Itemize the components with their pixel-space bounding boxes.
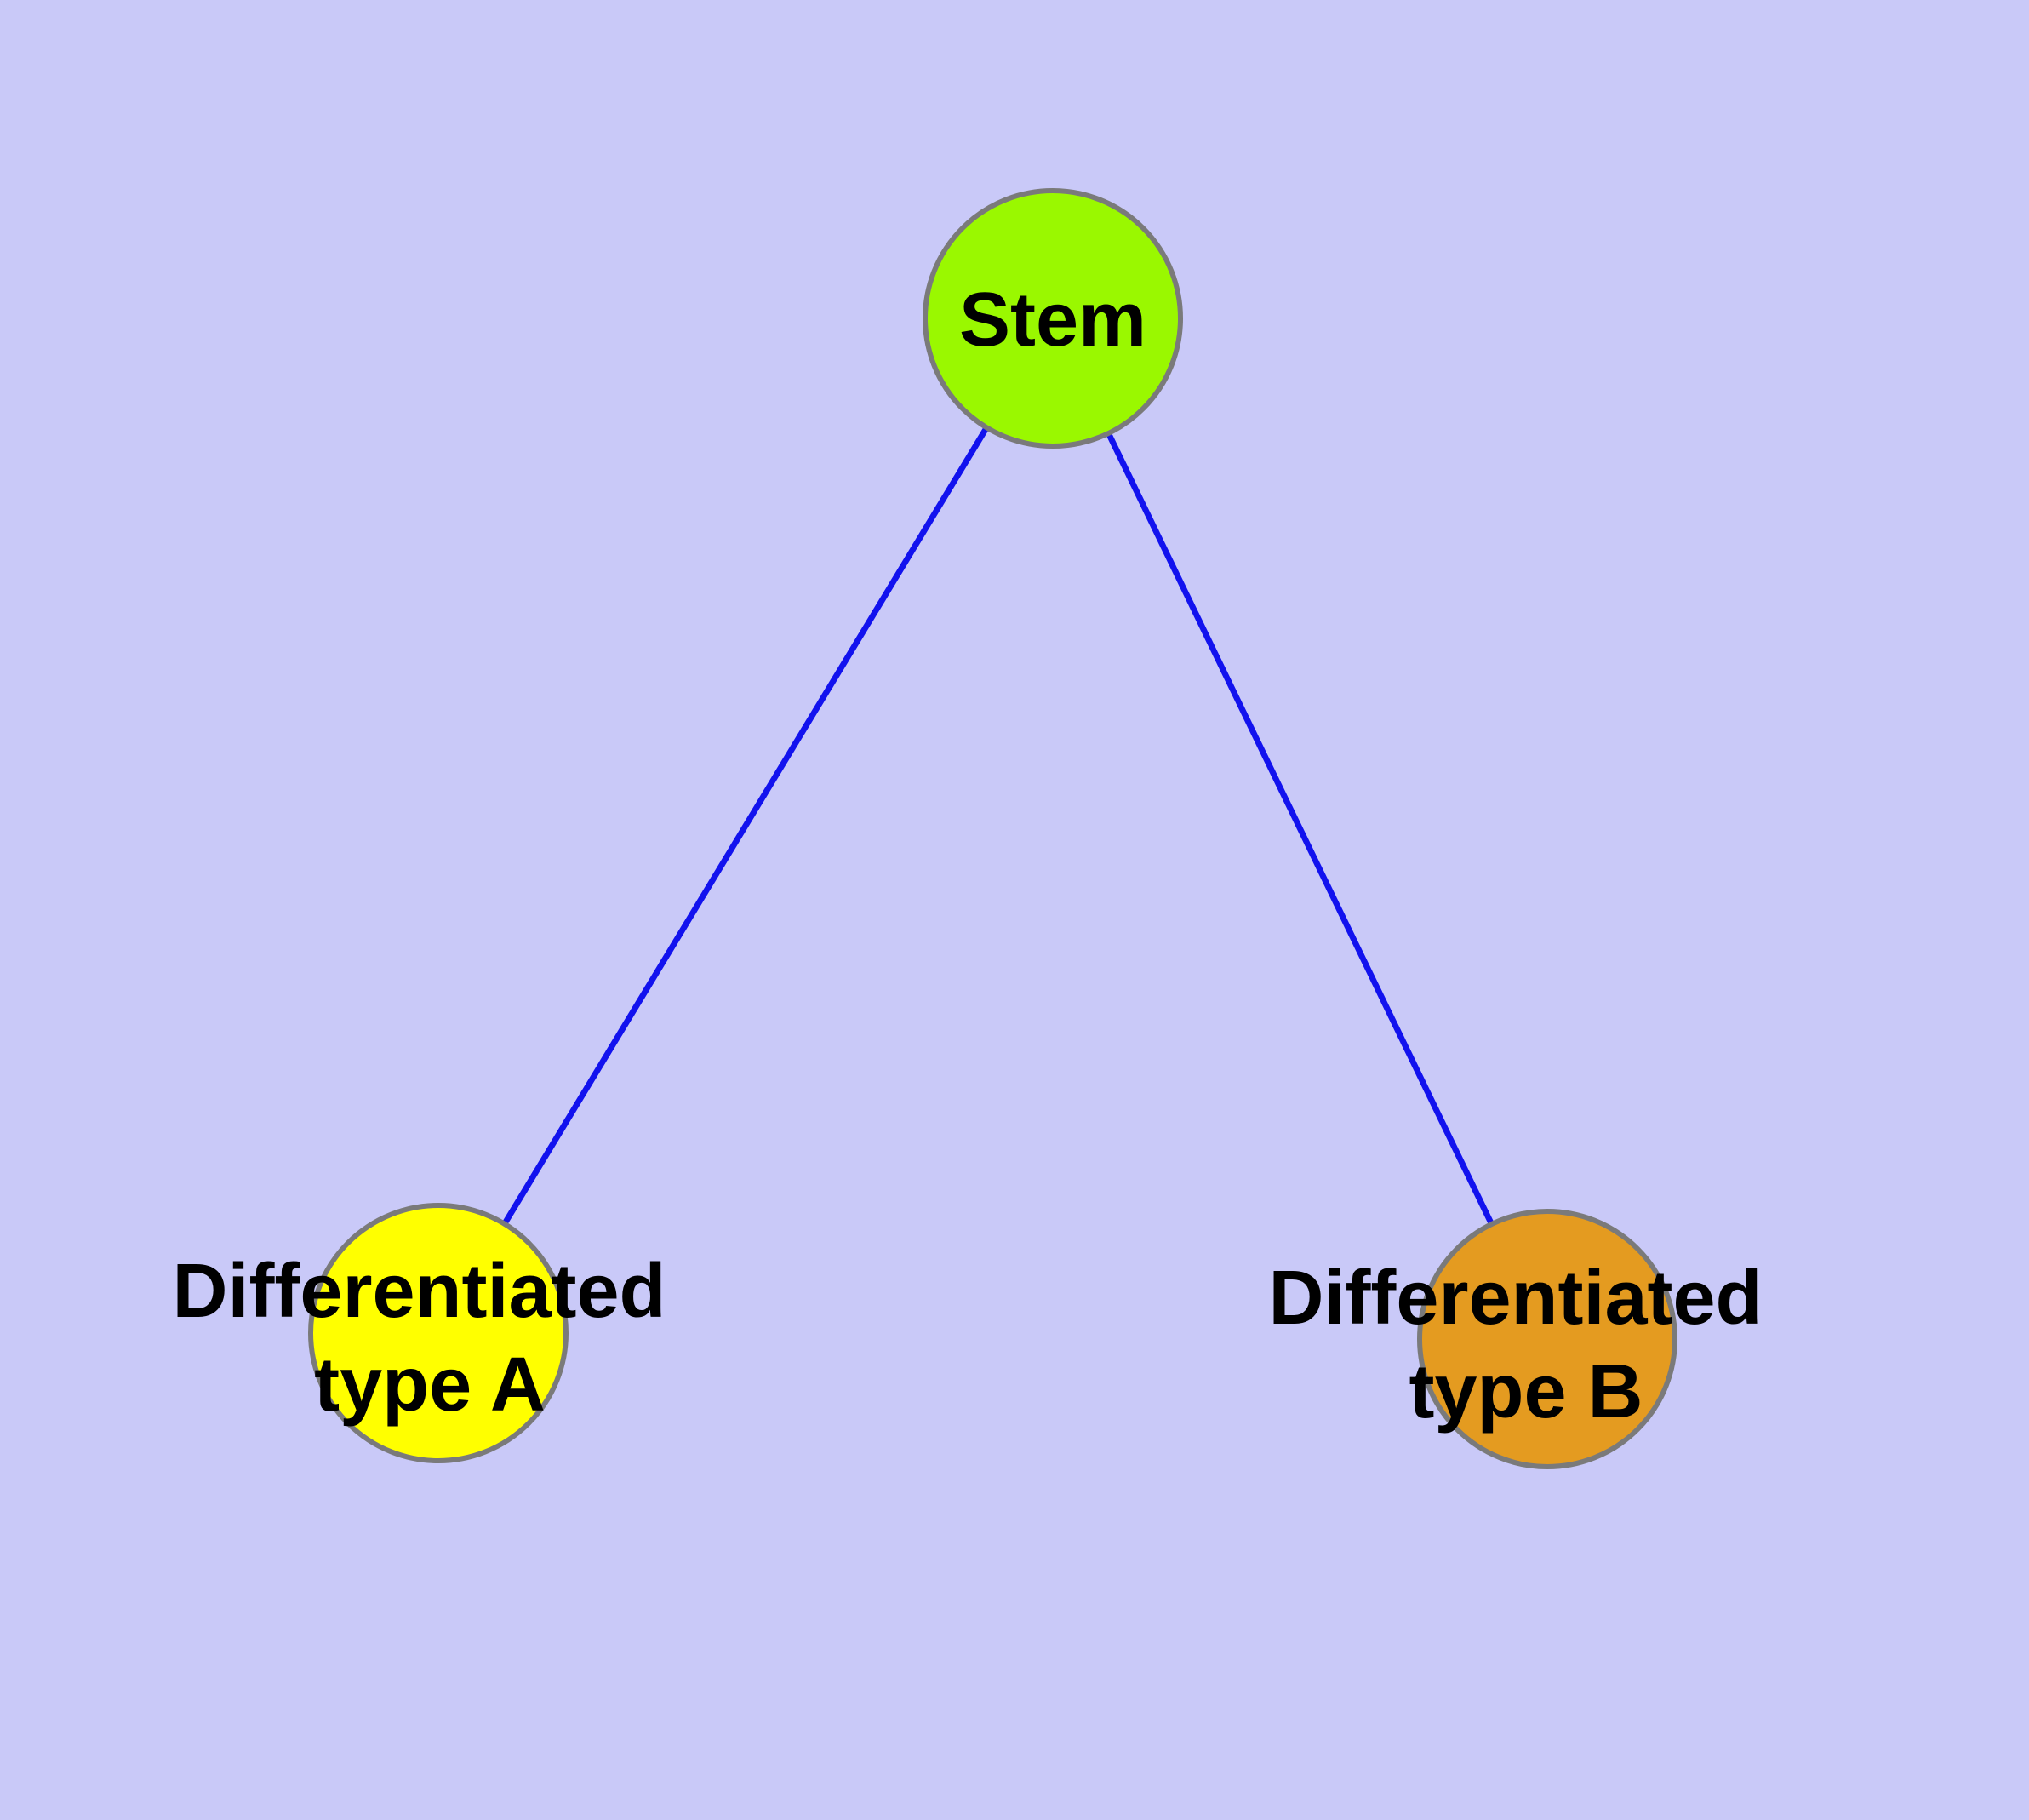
node-differentiated-type-b — [1417, 1209, 1677, 1469]
type-a-label-line2: type A — [314, 1342, 546, 1428]
type-b-label-line1: Differentiated — [1268, 1256, 1762, 1341]
node-stem — [923, 188, 1183, 449]
type-a-label-line1: Differentiated — [172, 1249, 666, 1334]
node-differentiated-type-a-label: Differentiated type A — [172, 1249, 687, 1428]
edge-stem-to-type-b — [1049, 317, 1551, 1341]
node-stem-label: Stem — [959, 278, 1146, 363]
edge-stem-to-type-a — [436, 317, 1055, 1335]
node-differentiated-type-a — [308, 1203, 569, 1463]
node-differentiated-type-b-label: Differentiated type B — [1268, 1256, 1783, 1434]
type-b-label-line2: type B — [1409, 1349, 1643, 1434]
